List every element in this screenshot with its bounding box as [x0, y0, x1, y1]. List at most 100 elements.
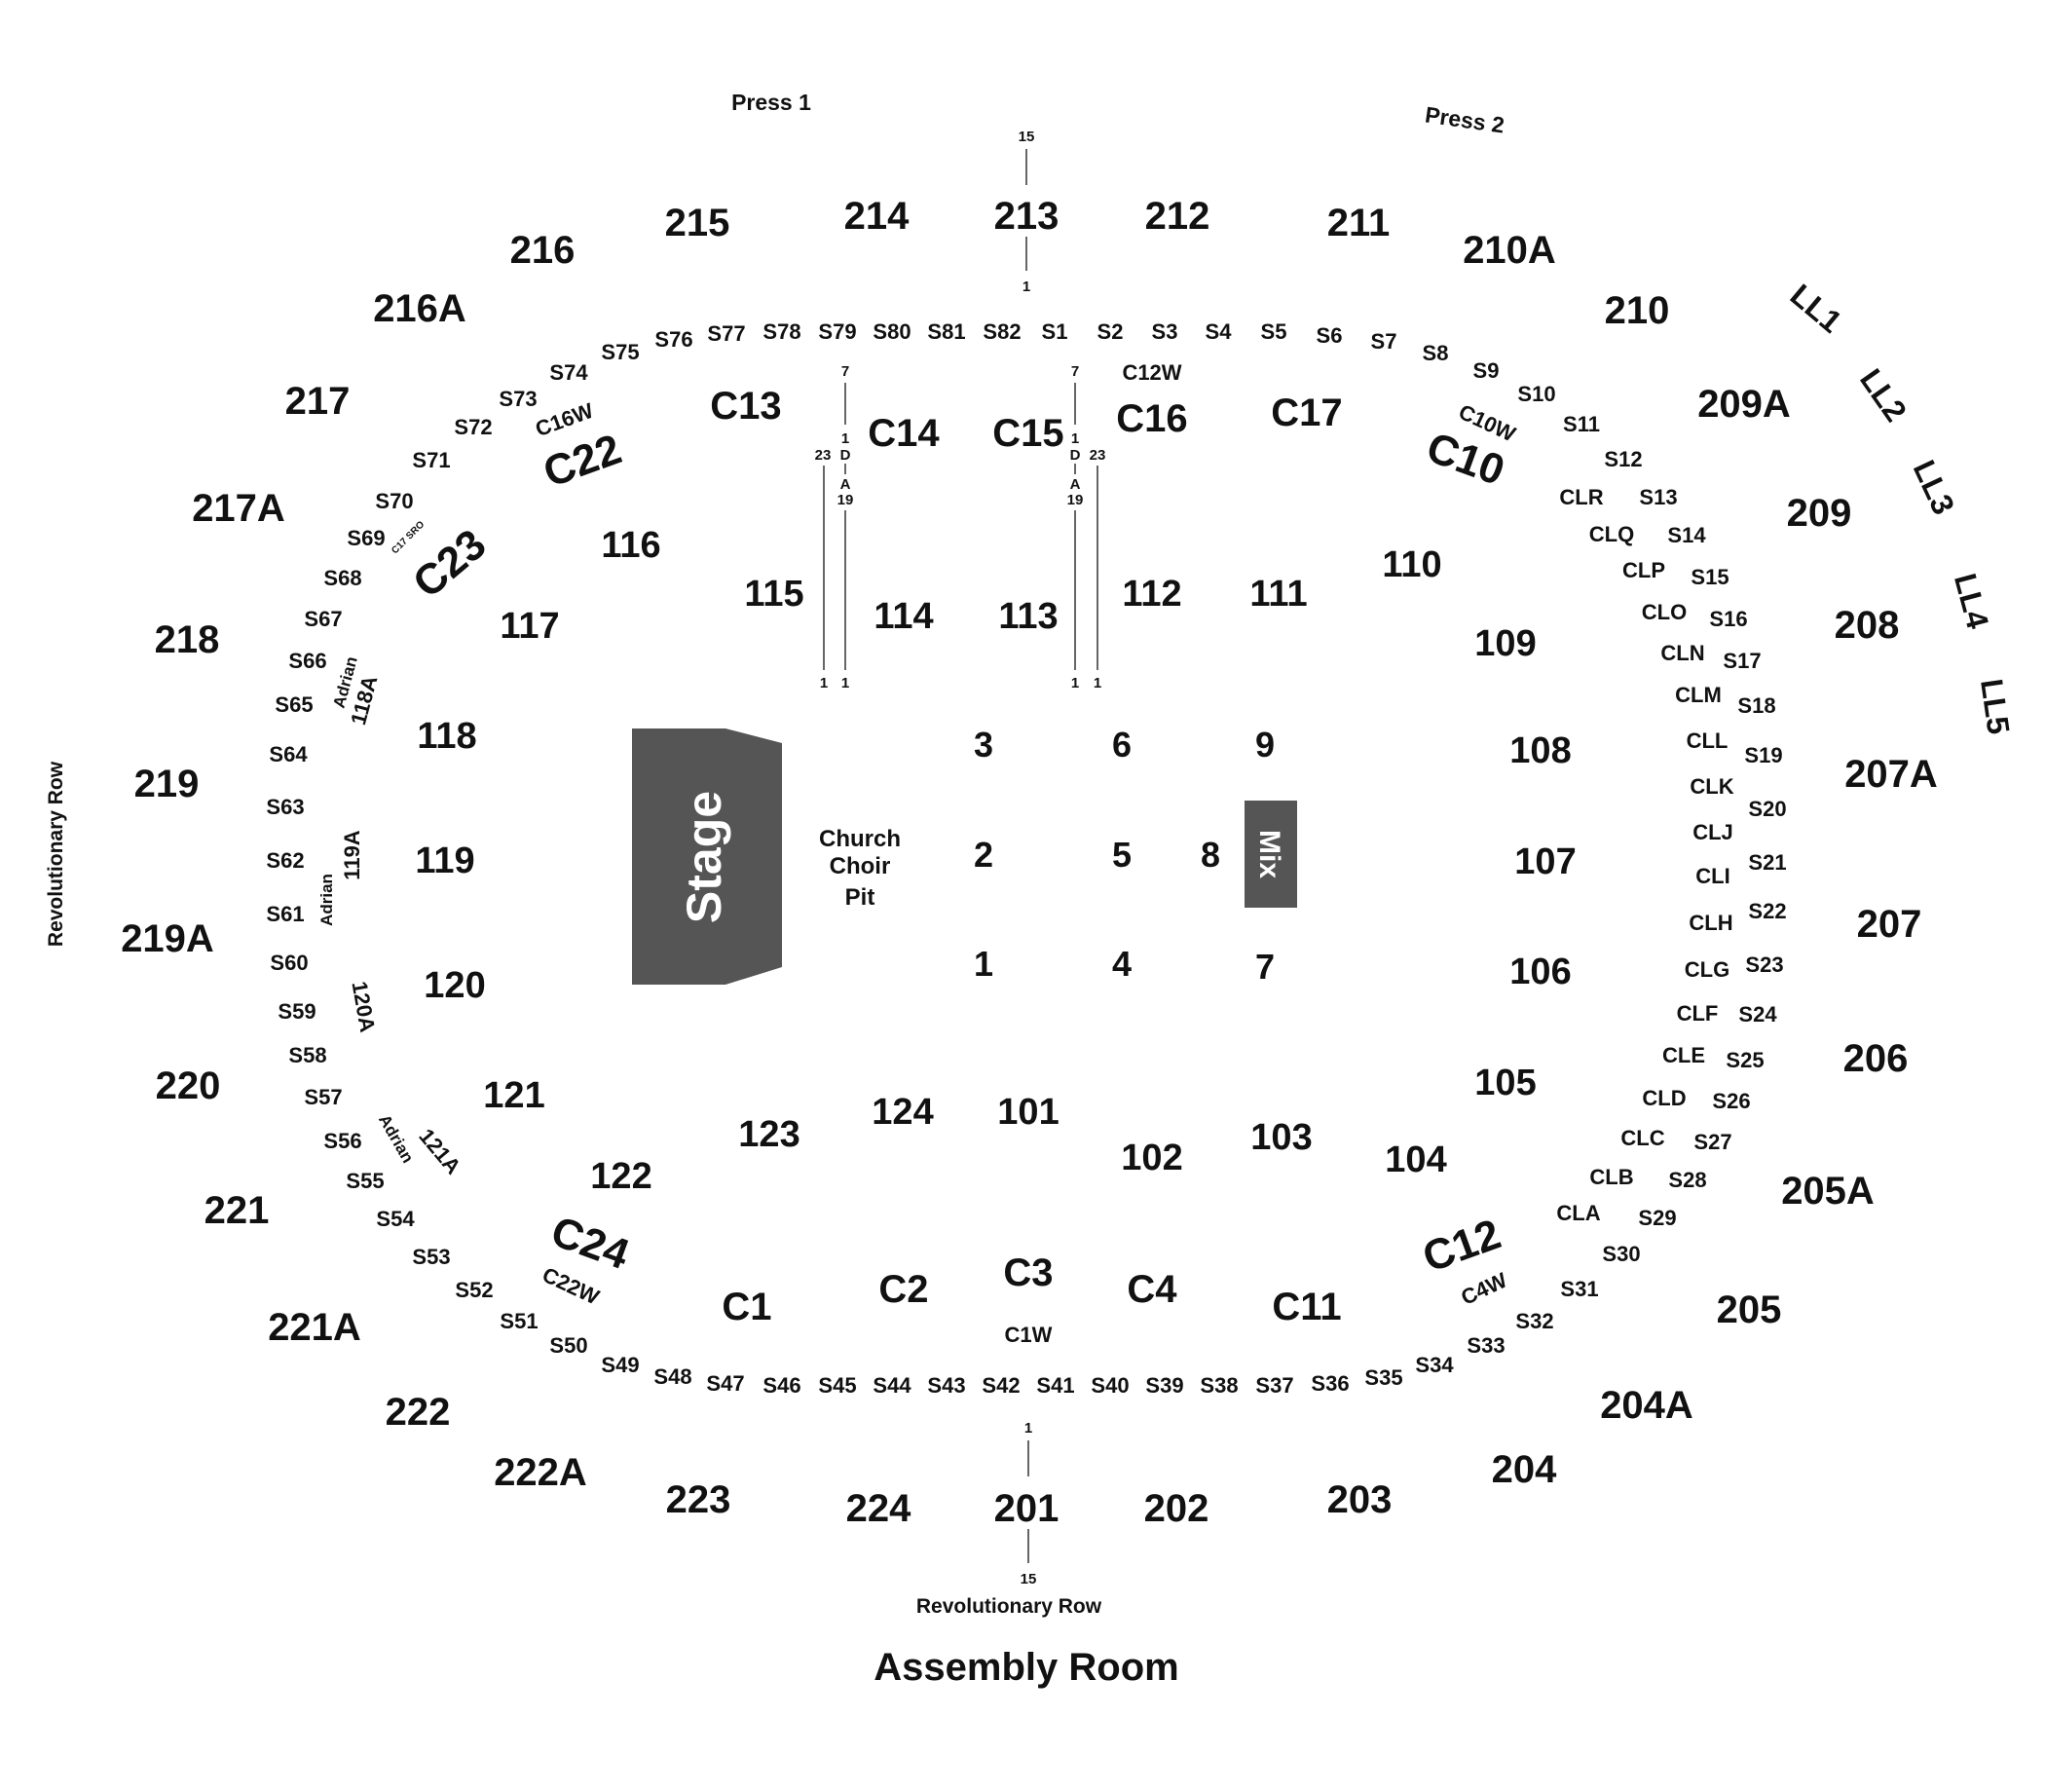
loge[interactable]: CLR: [1559, 485, 1603, 509]
floor-section[interactable]: 2: [974, 835, 993, 875]
loge[interactable]: CLM: [1675, 683, 1722, 707]
suite[interactable]: S2: [1097, 319, 1124, 344]
section-124[interactable]: 124: [872, 1092, 933, 1133]
section-C13[interactable]: C15: [992, 412, 1063, 455]
suite[interactable]: S26: [1712, 1089, 1750, 1113]
suite[interactable]: S51: [500, 1309, 538, 1333]
loge[interactable]: CLK: [1690, 774, 1733, 799]
section-123[interactable]: 123: [738, 1114, 799, 1155]
suite[interactable]: S50: [549, 1333, 587, 1358]
suite[interactable]: S31: [1560, 1277, 1598, 1301]
loge[interactable]: CLP: [1622, 558, 1665, 582]
suite[interactable]: S72: [454, 415, 492, 439]
section-C4W[interactable]: C4W: [1457, 1267, 1510, 1309]
suite[interactable]: S56: [323, 1129, 361, 1153]
suite[interactable]: S70: [375, 489, 413, 513]
suite[interactable]: S41: [1036, 1373, 1074, 1398]
suite[interactable]: S58: [288, 1043, 326, 1067]
suite[interactable]: S10: [1517, 382, 1555, 406]
section-117[interactable]: 117: [500, 606, 559, 647]
section-205A[interactable]: 205A: [1781, 1170, 1875, 1213]
suite[interactable]: S28: [1668, 1168, 1706, 1192]
suite[interactable]: S67: [304, 607, 342, 631]
suite[interactable]: S44: [873, 1373, 911, 1398]
section-209[interactable]: 209: [1787, 492, 1852, 535]
section-121[interactable]: 121: [483, 1075, 544, 1116]
section-206[interactable]: 206: [1843, 1037, 1909, 1080]
suite[interactable]: S29: [1638, 1206, 1676, 1230]
section-119A[interactable]: 119A: [340, 830, 364, 879]
section-214[interactable]: 214: [844, 195, 910, 238]
section-104[interactable]: 104: [1385, 1139, 1446, 1180]
section-221A[interactable]: 221A: [268, 1306, 361, 1349]
loge[interactable]: CLQ: [1589, 522, 1634, 546]
section-219[interactable]: 219: [134, 763, 200, 805]
suite[interactable]: S79: [818, 319, 856, 344]
suite[interactable]: S49: [601, 1353, 639, 1377]
suite[interactable]: S63: [266, 795, 304, 819]
section-221[interactable]: 221: [204, 1189, 270, 1232]
loge[interactable]: CLF: [1677, 1001, 1719, 1026]
suite[interactable]: S40: [1091, 1373, 1129, 1398]
suite[interactable]: S48: [653, 1364, 691, 1389]
section-218[interactable]: 218: [155, 618, 220, 661]
section-204[interactable]: 204: [1492, 1448, 1557, 1491]
section-210[interactable]: 210: [1605, 289, 1670, 332]
suite[interactable]: S38: [1200, 1373, 1238, 1398]
suite[interactable]: S68: [323, 566, 361, 590]
loge[interactable]: CLB: [1589, 1165, 1633, 1189]
section-203[interactable]: 203: [1327, 1478, 1393, 1521]
suite[interactable]: S60: [270, 951, 308, 975]
suite[interactable]: S16: [1709, 607, 1747, 631]
suite[interactable]: S73: [499, 387, 537, 411]
section-105[interactable]: 105: [1474, 1063, 1536, 1103]
section-112[interactable]: 112: [1122, 574, 1181, 615]
suite[interactable]: S33: [1467, 1333, 1505, 1358]
suite[interactable]: S74: [549, 360, 588, 385]
suite[interactable]: S71: [412, 448, 450, 472]
section-C24[interactable]: C2: [878, 1268, 928, 1311]
section-C15[interactable]: C13: [710, 385, 781, 428]
suite[interactable]: S25: [1726, 1048, 1764, 1072]
section-113[interactable]: 113: [998, 596, 1058, 637]
suite[interactable]: S59: [278, 999, 316, 1024]
suite[interactable]: S76: [654, 327, 692, 352]
suite[interactable]: S46: [762, 1373, 800, 1398]
loge[interactable]: CLD: [1642, 1086, 1686, 1110]
section-205[interactable]: 205: [1717, 1288, 1782, 1331]
suite[interactable]: S64: [269, 742, 308, 766]
suite[interactable]: S24: [1738, 1002, 1777, 1027]
section-209A[interactable]: 209A: [1697, 383, 1791, 426]
section-LL4[interactable]: LL4: [1948, 570, 1996, 632]
suite[interactable]: S21: [1748, 850, 1786, 875]
suite[interactable]: S61: [266, 902, 304, 926]
section-202[interactable]: 202: [1144, 1487, 1209, 1530]
suite[interactable]: S5: [1261, 319, 1287, 344]
suite[interactable]: S75: [601, 340, 639, 364]
section-C17-SRO[interactable]: C17 SRO: [390, 519, 427, 556]
section-C23[interactable]: C1: [722, 1286, 771, 1328]
section-106[interactable]: 106: [1509, 952, 1571, 992]
suite[interactable]: S14: [1667, 523, 1706, 547]
suite[interactable]: S77: [707, 321, 745, 346]
revolutionary-row-bottom[interactable]: Revolutionary Row: [916, 1595, 1102, 1618]
floor-section[interactable]: 5: [1112, 835, 1132, 875]
section-114[interactable]: 114: [874, 596, 933, 637]
section-122[interactable]: 122: [590, 1156, 651, 1197]
suite[interactable]: S3: [1152, 319, 1178, 344]
section-215[interactable]: 215: [665, 202, 730, 244]
section-110[interactable]: 110: [1382, 544, 1441, 585]
mix-position[interactable]: Mix: [1245, 801, 1297, 908]
loge[interactable]: CLH: [1689, 911, 1732, 935]
section-LL1[interactable]: LL1: [1784, 278, 1849, 340]
section-LL2[interactable]: LL2: [1853, 362, 1914, 428]
section-207A[interactable]: 207A: [1844, 753, 1938, 796]
section-LL3[interactable]: LL3: [1907, 455, 1962, 520]
suite[interactable]: S22: [1748, 899, 1786, 923]
suite[interactable]: S30: [1602, 1242, 1640, 1266]
section-108[interactable]: 108: [1509, 730, 1571, 771]
suite[interactable]: S57: [304, 1085, 342, 1109]
suite[interactable]: S69: [347, 526, 385, 550]
floor-section[interactable]: 7: [1255, 947, 1275, 987]
section-120[interactable]: 120: [424, 965, 485, 1006]
